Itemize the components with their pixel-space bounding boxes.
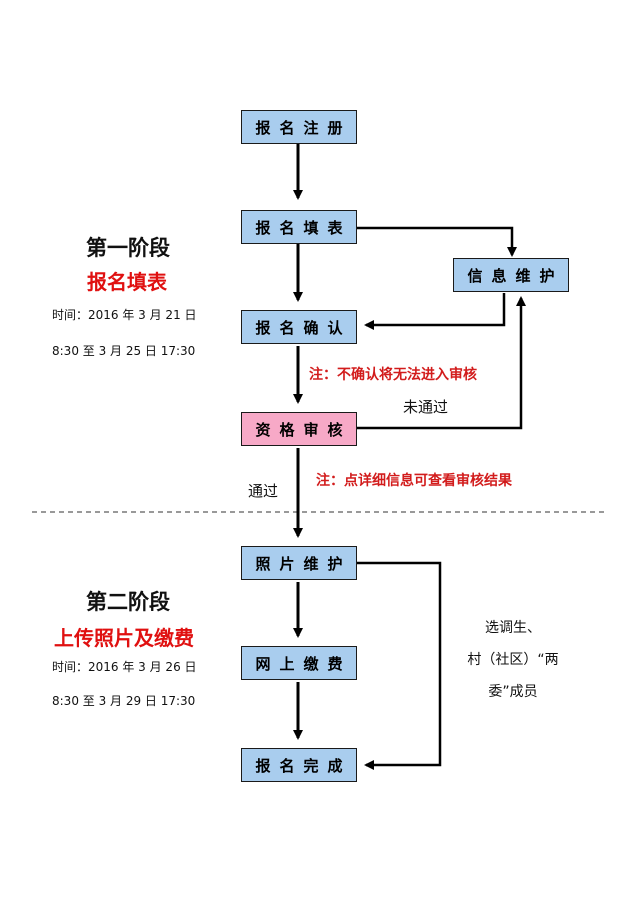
arrow-review-to-info xyxy=(357,296,526,430)
stage2-time-line2: 8:30 至 3 月 29 日 17:30 xyxy=(52,694,196,708)
stage1-subtitle: 报名填表 xyxy=(87,270,167,294)
node-done: 报名完成 xyxy=(241,748,357,782)
node-info-maintain: 信息维护 xyxy=(453,258,569,292)
stage1-title: 第一阶段 xyxy=(86,236,170,260)
stage1-time-line2: 8:30 至 3 月 25 日 17:30 xyxy=(52,344,196,358)
stage1-time-line1: 时间：2016 年 3 月 21 日 xyxy=(52,308,197,322)
label-not-passed: 未通过 xyxy=(403,398,449,416)
review-note: 注：点详细信息可查看审核结果 xyxy=(316,473,512,489)
stage2-title: 第二阶段 xyxy=(86,590,170,614)
arrow-fill-to-info xyxy=(357,226,517,257)
label-passed: 通过 xyxy=(248,482,279,500)
node-fill-form: 报名填表 xyxy=(241,210,357,244)
node-confirm: 报名确认 xyxy=(241,310,357,344)
stage2-subtitle: 上传照片及缴费 xyxy=(54,626,194,650)
node-review: 资格审核 xyxy=(241,412,357,446)
arrow-info-to-confirm xyxy=(364,293,506,330)
node-register: 报名注册 xyxy=(241,110,357,144)
stage2-time-line1: 时间：2016 年 3 月 26 日 xyxy=(52,660,197,674)
arrow-photo-to-done xyxy=(357,561,442,770)
side-note-line1: 选调生、 xyxy=(485,620,541,636)
confirm-note: 注：不确认将无法进入审核 xyxy=(309,367,477,383)
side-note-line2: 村（社区）“两 xyxy=(467,652,559,668)
node-photo: 照片维护 xyxy=(241,546,357,580)
side-note-line3: 委”成员 xyxy=(488,684,538,700)
node-pay: 网上缴费 xyxy=(241,646,357,680)
